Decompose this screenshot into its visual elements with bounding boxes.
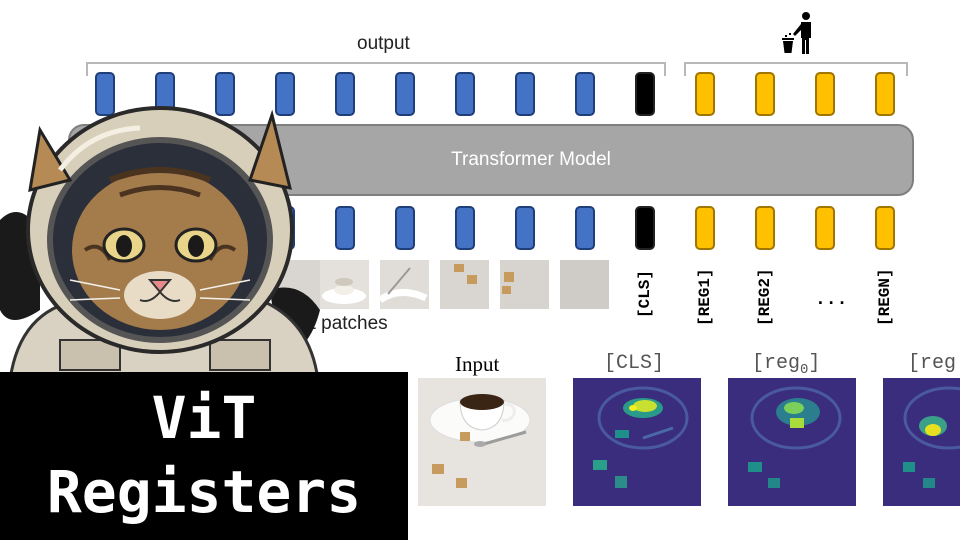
output-cls-token bbox=[635, 72, 655, 116]
reg-attention-map-cut bbox=[883, 378, 960, 506]
astronaut-cat-illustration bbox=[0, 106, 320, 380]
output-register-token bbox=[755, 72, 775, 116]
input-patch-token bbox=[515, 206, 535, 250]
input-patch-token bbox=[335, 206, 355, 250]
input-patches-label: ut patches bbox=[300, 313, 388, 334]
output-label: output bbox=[357, 33, 410, 54]
reg1-token-label: [REG1] bbox=[696, 268, 714, 326]
image-patch bbox=[500, 260, 549, 309]
figure-title-reg0: [reg0] bbox=[752, 352, 820, 378]
input-patch-token bbox=[455, 206, 475, 250]
image-patch bbox=[560, 260, 609, 309]
output-register-token bbox=[695, 72, 715, 116]
output-patch-token bbox=[455, 72, 475, 116]
reg2-token-label: [REG2] bbox=[756, 268, 774, 326]
register-bracket bbox=[684, 62, 908, 76]
output-register-token bbox=[875, 72, 895, 116]
input-cls-token bbox=[635, 206, 655, 250]
regn-token-label: [REGN] bbox=[876, 268, 894, 326]
output-register-token bbox=[815, 72, 835, 116]
input-register-token bbox=[755, 206, 775, 250]
figure-title-cls: [CLS] bbox=[604, 352, 665, 375]
image-patch bbox=[377, 260, 429, 309]
figure-title-reg0-suffix: ] bbox=[808, 352, 821, 375]
input-patch-token bbox=[395, 206, 415, 250]
output-patch-token bbox=[515, 72, 535, 116]
cls-attention-map bbox=[573, 378, 701, 506]
figure-title-reg0-subscript: 0 bbox=[800, 362, 809, 378]
output-bracket bbox=[86, 62, 666, 76]
title-box: ViT Registers bbox=[0, 372, 408, 540]
trash-person-icon bbox=[782, 12, 811, 54]
input-image bbox=[418, 378, 546, 506]
ellipsis-label: ... bbox=[815, 290, 848, 310]
image-patch bbox=[320, 260, 369, 309]
output-patch-token bbox=[395, 72, 415, 116]
title-line-2: Registers bbox=[46, 458, 362, 526]
figure-title-input: Input bbox=[455, 352, 500, 376]
title-line-1: ViT bbox=[151, 384, 257, 452]
input-register-token bbox=[875, 206, 895, 250]
input-register-token bbox=[695, 206, 715, 250]
input-patch-token bbox=[575, 206, 595, 250]
output-patch-token bbox=[215, 72, 235, 116]
figure-title-reg-cut: [reg bbox=[908, 352, 957, 375]
input-register-token bbox=[815, 206, 835, 250]
output-patch-token bbox=[575, 72, 595, 116]
figure-title-reg0-prefix: [reg bbox=[752, 352, 801, 375]
reg0-attention-map bbox=[728, 378, 856, 506]
output-patch-token bbox=[275, 72, 295, 116]
cls-token-label: [CLS] bbox=[636, 269, 654, 318]
output-patch-token bbox=[335, 72, 355, 116]
image-patch bbox=[440, 260, 489, 309]
output-patch-token bbox=[95, 72, 115, 116]
